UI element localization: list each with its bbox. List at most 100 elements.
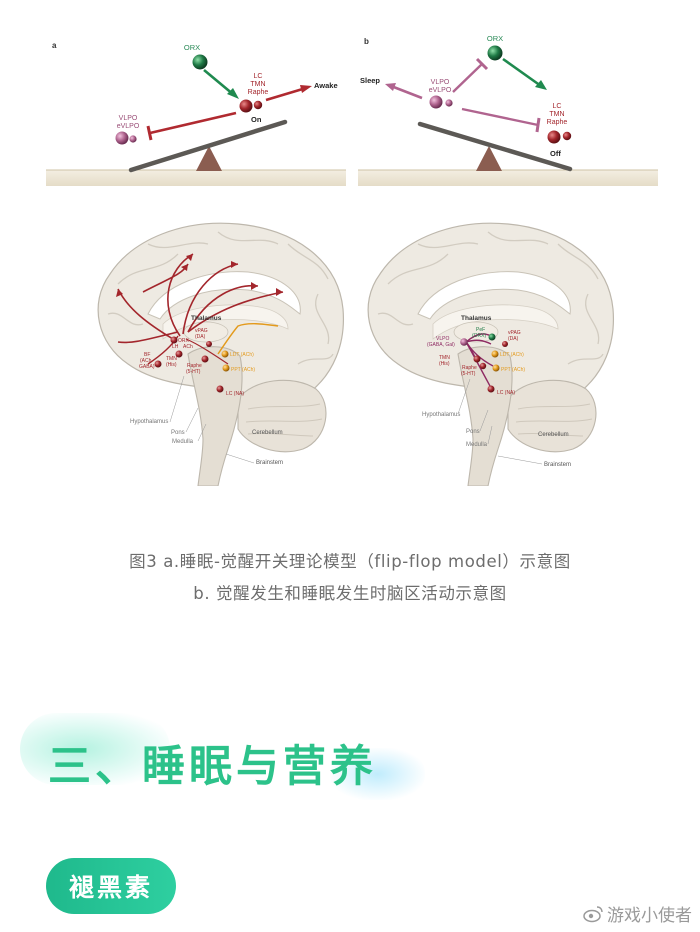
flip-flop-diagram-a: a ORX LC TMN Raphe Awake On VLPO eVLPO bbox=[46, 41, 346, 186]
corpus-callosum bbox=[147, 271, 301, 320]
sleep-label: Sleep bbox=[360, 76, 380, 85]
lc-label: LC (NA) bbox=[226, 391, 244, 397]
pons-label: Pons bbox=[466, 429, 480, 435]
tmn-neuron bbox=[473, 355, 481, 363]
brain-awake-panel: Thalamus vPAG (DA) ORX LH ACh BF (ACh GA… bbox=[88, 214, 350, 487]
lc-tmn-raphe-neuron-small bbox=[253, 100, 263, 110]
vlpo-neuron-small bbox=[445, 99, 453, 107]
orx-label: ORX bbox=[184, 43, 200, 52]
pef-neuron bbox=[488, 333, 496, 341]
vpag-label: vPAG bbox=[195, 328, 208, 334]
bf-label: BF bbox=[144, 352, 150, 358]
vlpo-gaba-label: (GABA, Gal) bbox=[427, 342, 455, 348]
cerebellum bbox=[237, 379, 327, 453]
awake-arrow bbox=[265, 86, 307, 102]
raphe-5ht-label: (5-HT) bbox=[461, 371, 476, 377]
heading-decoration-right bbox=[330, 748, 425, 800]
tmn-his-label: (His) bbox=[166, 362, 177, 368]
tmn-label: TMN bbox=[250, 81, 265, 88]
cerebellum bbox=[507, 379, 597, 453]
pef-orx-label: (ORX) bbox=[472, 333, 487, 339]
pons-label: Pons bbox=[171, 430, 185, 436]
thalamus bbox=[453, 321, 499, 343]
raphe-label: Raphe bbox=[187, 363, 202, 369]
tmn-label: TMN bbox=[549, 111, 564, 118]
floor bbox=[358, 170, 658, 186]
brainstem-label: Brainstem bbox=[256, 460, 283, 466]
brain-awake-diagram: Thalamus vPAG (DA) ORX LH ACh BF (ACh GA… bbox=[97, 222, 345, 487]
gyri-pattern bbox=[107, 231, 334, 365]
orx-neuron bbox=[487, 45, 503, 61]
lc-label: LC bbox=[254, 73, 263, 80]
vpag-label: vPAG bbox=[508, 330, 521, 336]
vpag-neuron bbox=[206, 341, 212, 347]
tmn-label: TMN bbox=[166, 356, 177, 362]
thalamus-label: Thalamus bbox=[191, 315, 222, 322]
tmn-neuron bbox=[175, 350, 183, 358]
vpag-neuron bbox=[502, 341, 508, 347]
raphe-5ht-label: (5-HT) bbox=[186, 369, 201, 375]
vpag-da-label: (DA) bbox=[508, 336, 519, 342]
watermark-text: 游戏小使者 bbox=[607, 906, 692, 926]
raphe-neuron bbox=[201, 355, 209, 363]
figure-b-panel: b ORX Sleep VLPO eVLPO LC TMN Raphe Off bbox=[358, 30, 658, 190]
fulcrum bbox=[196, 146, 222, 171]
watermark: 游戏小使者 bbox=[583, 901, 692, 926]
figure-b-label: b bbox=[364, 37, 369, 46]
vlpo-inhibitory-line bbox=[149, 111, 237, 135]
heading-decoration-left bbox=[20, 713, 170, 785]
vlpo-neuron bbox=[429, 95, 443, 109]
tmn-his-label: (His) bbox=[439, 361, 450, 367]
bf-neuron bbox=[154, 360, 162, 368]
vpag-da-label: (DA) bbox=[195, 334, 206, 340]
orx-neuron bbox=[170, 336, 178, 344]
tmn-label: TMN bbox=[439, 355, 450, 361]
weibo-logo-icon bbox=[583, 905, 603, 922]
brain-sleep-diagram: Thalamus VLPO (GABA, Gal) PeF (ORX) vPAG… bbox=[367, 222, 615, 487]
vlpo-label: VLPO bbox=[119, 115, 138, 122]
vlpo-neuron bbox=[460, 338, 468, 346]
figure-a-panel: a ORX LC TMN Raphe Awake On VLPO eVLPO bbox=[46, 30, 346, 190]
ldt-neuron bbox=[491, 350, 499, 358]
lc-tmn-raphe-neuron bbox=[547, 130, 561, 144]
orx-inhibition-line bbox=[452, 63, 483, 93]
brainstem bbox=[457, 346, 513, 487]
state-on-label: On bbox=[251, 115, 262, 124]
orx-excitatory-arrow bbox=[203, 69, 235, 96]
pef-label: PeF bbox=[476, 327, 485, 333]
lc-label: LC (NA) bbox=[497, 390, 515, 396]
medulla-label: Medulla bbox=[172, 439, 194, 445]
brain-sleep-panel: Thalamus VLPO (GABA, Gal) PeF (ORX) vPAG… bbox=[358, 214, 620, 487]
ldt-label: LDT (ACh) bbox=[230, 352, 254, 358]
figure-a-label: a bbox=[52, 41, 57, 50]
raphe-label: Raphe bbox=[462, 365, 477, 371]
ppt-neuron bbox=[222, 364, 230, 372]
state-off-label: Off bbox=[550, 149, 561, 158]
orx-neuron bbox=[192, 54, 208, 70]
ppt-neuron bbox=[492, 364, 500, 372]
seesaw-beam bbox=[128, 119, 288, 173]
brainstem bbox=[187, 346, 243, 487]
vlpo-neuron bbox=[115, 131, 129, 145]
brainstem-label: Brainstem bbox=[544, 462, 571, 468]
floor bbox=[46, 170, 346, 186]
fulcrum bbox=[476, 146, 502, 171]
thalamus-label: Thalamus bbox=[461, 315, 492, 322]
vlpo-label: VLPO bbox=[436, 336, 449, 342]
flip-flop-diagram-b: b ORX Sleep VLPO eVLPO LC TMN Raphe Off bbox=[358, 34, 658, 186]
medulla-label: Medulla bbox=[466, 442, 488, 448]
lc-tmn-raphe-neuron-small bbox=[562, 131, 572, 141]
orx-lh-label: LH bbox=[172, 344, 179, 350]
orx-label: ORX bbox=[487, 34, 503, 43]
cerebellum-label: Cerebellum bbox=[252, 430, 283, 436]
gyri-pattern bbox=[377, 231, 604, 365]
ppt-label: PPT (ACh) bbox=[231, 367, 255, 373]
lc-label: LC bbox=[553, 103, 562, 110]
hypothalamus-label: Hypothalamus bbox=[130, 419, 168, 425]
vlpo-label: VLPO bbox=[431, 79, 450, 86]
raphe-label: Raphe bbox=[248, 89, 269, 96]
hypothalamus-label: Hypothalamus bbox=[422, 412, 460, 418]
orx-excitatory-arrow bbox=[502, 57, 542, 88]
orx-label: ORX bbox=[178, 338, 190, 344]
corpus-callosum bbox=[417, 271, 571, 320]
